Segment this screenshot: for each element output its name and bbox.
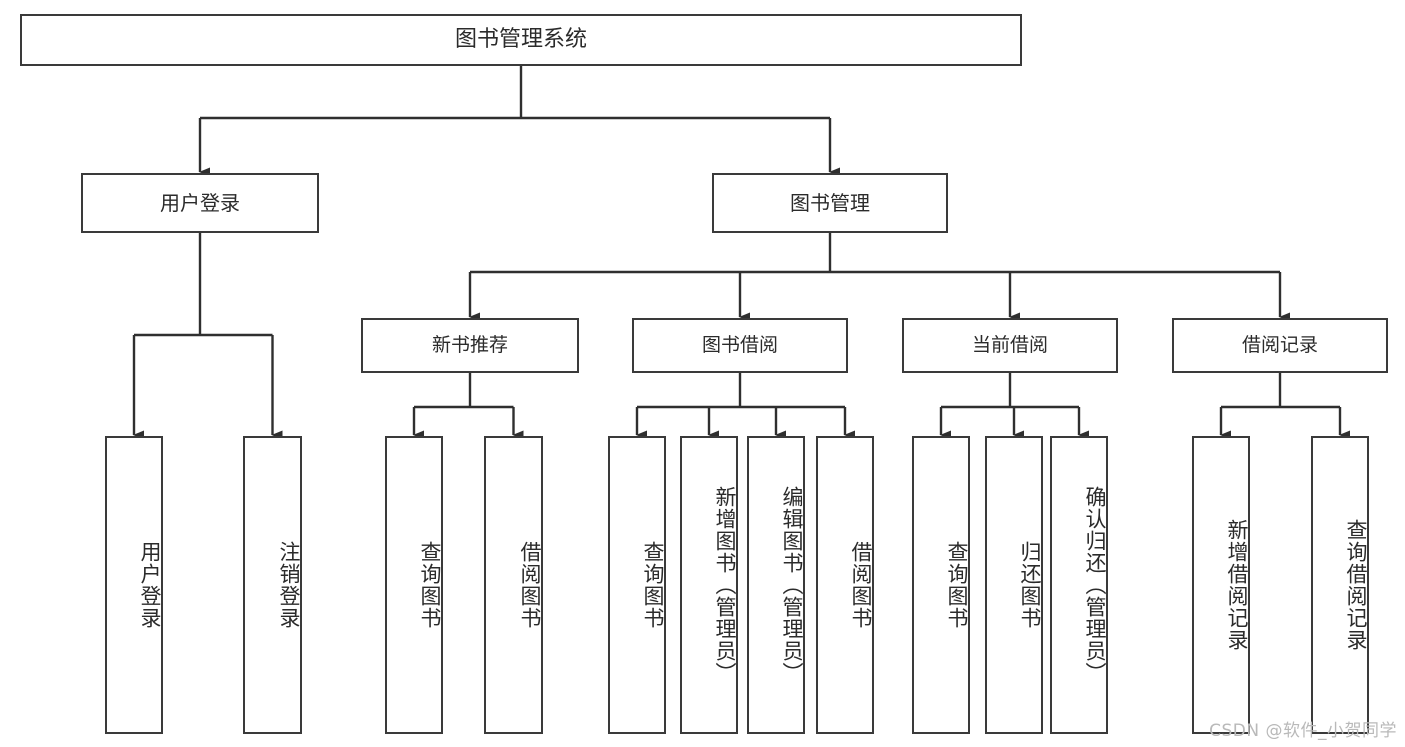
node-label: 归还图书 <box>1018 541 1042 629</box>
node-login[interactable]: 用户登录 <box>81 173 319 233</box>
node-label: 查询图书 <box>418 541 442 629</box>
node-leaf-nb-query[interactable]: 查询图书 <box>385 436 443 734</box>
node-label: 图书管理系统 <box>454 26 587 52</box>
node-leaf-bk-add[interactable]: 新增图书（管理员） <box>680 436 738 734</box>
node-label: 图书借阅 <box>701 333 778 356</box>
node-leaf-nb-borrow[interactable]: 借阅图书 <box>484 436 543 734</box>
node-records[interactable]: 借阅记录 <box>1172 318 1388 373</box>
node-label: 新增借阅记录 <box>1225 519 1249 651</box>
node-leaf-rec-query[interactable]: 查询借阅记录 <box>1311 436 1369 734</box>
node-newbook[interactable]: 新书推荐 <box>361 318 579 373</box>
node-leaf-bk-query[interactable]: 查询图书 <box>608 436 666 734</box>
node-label: 借阅记录 <box>1241 333 1318 356</box>
node-leaf-rec-add[interactable]: 新增借阅记录 <box>1192 436 1250 734</box>
node-label: 借阅图书 <box>849 541 873 629</box>
node-leaf-bk-edit[interactable]: 编辑图书（管理员） <box>747 436 805 734</box>
node-label: 编辑图书（管理员） <box>780 486 804 684</box>
watermark: CSDN @软件_小贺同学 <box>1209 721 1397 741</box>
node-leaf-cur-confirm[interactable]: 确认归还（管理员） <box>1050 436 1108 734</box>
node-label: 当前借阅 <box>971 333 1048 356</box>
node-bookmgmt[interactable]: 图书管理 <box>712 173 948 233</box>
node-label: 查询借阅记录 <box>1344 519 1368 651</box>
node-leaf-user-logout[interactable]: 注销登录 <box>243 436 302 734</box>
node-leaf-cur-query[interactable]: 查询图书 <box>912 436 970 734</box>
node-label: 用户登录 <box>160 190 240 215</box>
node-current[interactable]: 当前借阅 <box>902 318 1118 373</box>
node-label: 确认归还（管理员） <box>1083 486 1107 684</box>
node-leaf-cur-return[interactable]: 归还图书 <box>985 436 1043 734</box>
node-root[interactable]: 图书管理系统 <box>20 14 1022 66</box>
node-leaf-user-login[interactable]: 用户登录 <box>105 436 163 734</box>
node-label: 新书推荐 <box>431 333 508 356</box>
node-label: 查询图书 <box>945 541 969 629</box>
node-label: 借阅图书 <box>518 541 542 629</box>
node-leaf-bk-borrow[interactable]: 借阅图书 <box>816 436 874 734</box>
node-label: 注销登录 <box>277 541 301 629</box>
node-label: 用户登录 <box>138 541 162 629</box>
node-label: 查询图书 <box>641 541 665 629</box>
node-borrow[interactable]: 图书借阅 <box>632 318 848 373</box>
node-label: 新增图书（管理员） <box>713 486 737 684</box>
node-label: 图书管理 <box>790 190 870 215</box>
